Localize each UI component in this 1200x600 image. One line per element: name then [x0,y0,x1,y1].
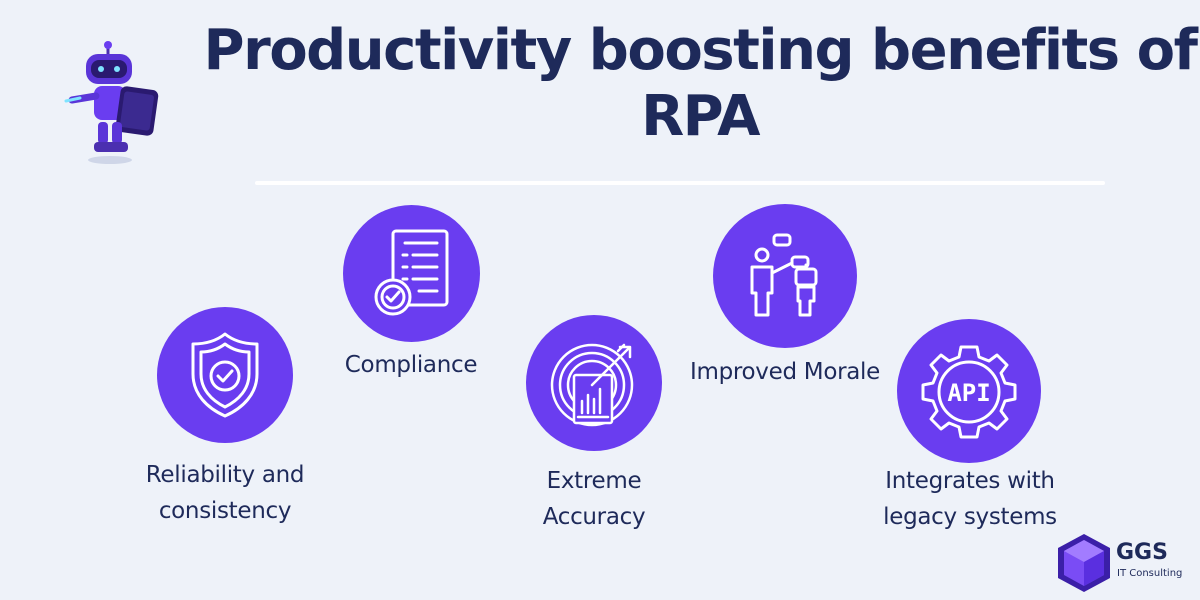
benefit-accuracy-label: Extreme Accuracy [542,468,646,530]
benefit-accuracy-circle [526,315,662,451]
robot-human-chat-icon [750,233,818,317]
benefit-reliability-circle [157,307,293,443]
benefit-compliance-label: Compliance [344,352,478,378]
robot-mascot-icon [58,38,168,168]
ggs-logo: GGS IT Consulting [1056,532,1196,596]
hexagon-logo-icon [1058,534,1110,592]
benefit-morale-circle [713,204,857,348]
target-chart-icon [550,343,634,427]
benefit-compliance-circle [343,205,480,342]
api-gear-icon: API [921,345,1017,439]
benefit-integration-label: Integrates with legacy systems [883,468,1057,530]
page-title: Productivity boosting benefits of RPA [203,18,1198,149]
shield-check-icon [191,332,259,418]
benefit-integration-circle: API [897,319,1041,463]
logo-tagline: IT Consulting [1117,568,1183,579]
checklist-icon [374,229,448,315]
benefit-morale-label: Improved Morale [690,359,880,385]
logo-name: GGS [1116,540,1168,565]
title-underline [255,181,1105,185]
svg-text:API: API [947,379,990,407]
benefit-reliability-label: Reliability and consistency [145,462,305,524]
